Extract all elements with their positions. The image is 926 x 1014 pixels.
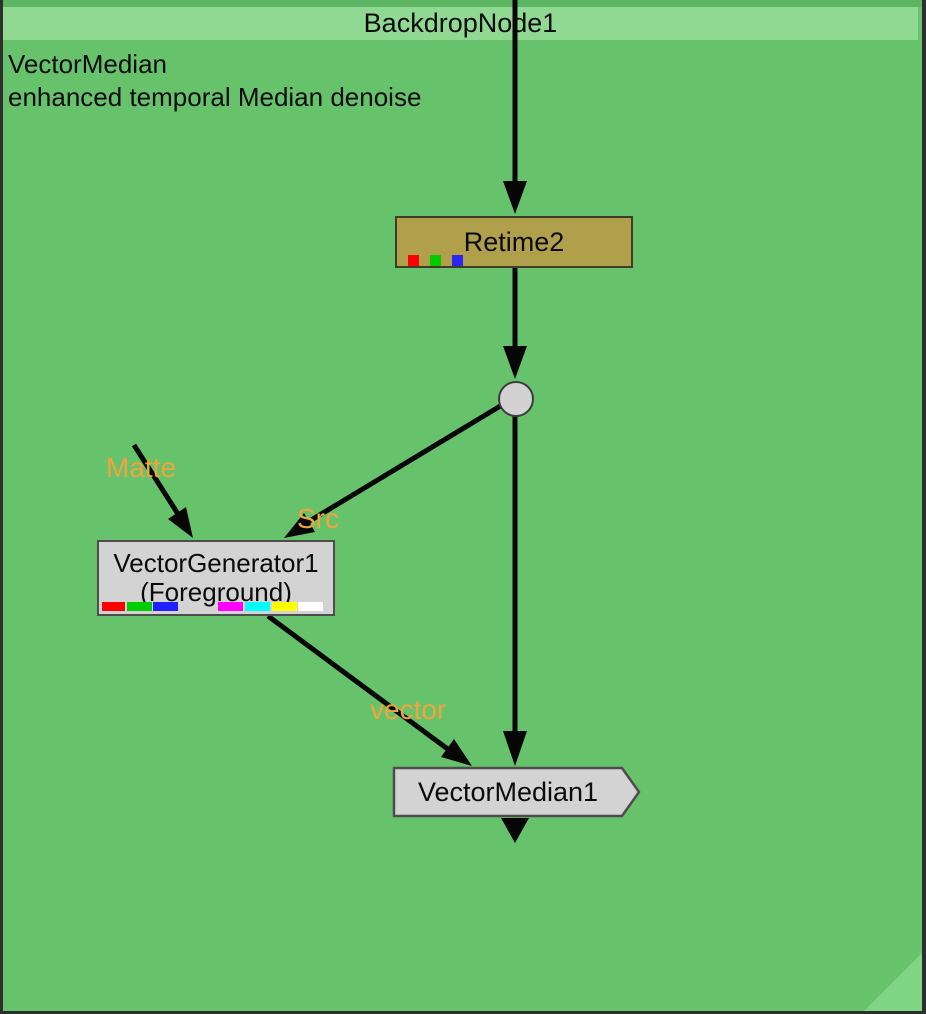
backdrop-node[interactable]: BackdropNode1 VectorMedian enhanced temp… [3,0,922,1011]
backdrop-resize-handle[interactable] [864,953,922,1011]
node-vectorgenerator1[interactable]: VectorGenerator1 (Foreground) [97,540,335,616]
channel-chip-green [430,255,441,266]
node-vectorgenerator1-sublabel: (Foreground) [140,577,292,607]
channel-chip-white [298,602,323,611]
edge-label-vector: vector [370,694,447,725]
node-vectormedian1-label: VectorMedian1 [417,776,599,807]
channel-chip-blue [452,255,463,266]
edge-src-dot-to-vectorgenerator[interactable] [284,402,504,538]
edge-label-matte: Matte [106,452,177,483]
backdrop-title-bar[interactable]: BackdropNode1 [3,7,918,40]
backdrop-note-line1: VectorMedian [8,49,167,79]
channel-chip-red [408,255,419,266]
edge-dot-to-vectormedian[interactable] [503,412,527,766]
node-dot[interactable] [498,381,534,417]
channel-chip-magenta [218,602,243,611]
node-retime2-label: Retime2 [463,226,565,257]
backdrop-title: BackdropNode1 [363,8,558,38]
channel-chip-cyan [245,602,270,611]
edge-vector-generator-to-median[interactable] [266,613,472,766]
backdrop-top-strip [3,0,922,7]
edge-vectormedian-output[interactable] [501,818,529,843]
edge-matte-input[interactable] [131,443,193,538]
channel-chip-green [127,602,152,611]
node-vectormedian1[interactable] [392,766,641,818]
edge-label-src: Src [297,503,339,534]
backdrop-note: VectorMedian enhanced temporal Median de… [8,48,421,114]
channel-chip-blue [153,602,178,611]
node-retime2[interactable]: Retime2 [395,216,633,268]
edge-retime-to-dot[interactable] [503,268,527,379]
node-vectorgenerator1-label: VectorGenerator1 [113,548,319,578]
edge-top-to-retime[interactable] [503,0,527,214]
channel-chip-yellow [272,602,297,611]
channel-chip-red [102,602,125,611]
backdrop-note-line2: enhanced temporal Median denoise [8,82,422,112]
